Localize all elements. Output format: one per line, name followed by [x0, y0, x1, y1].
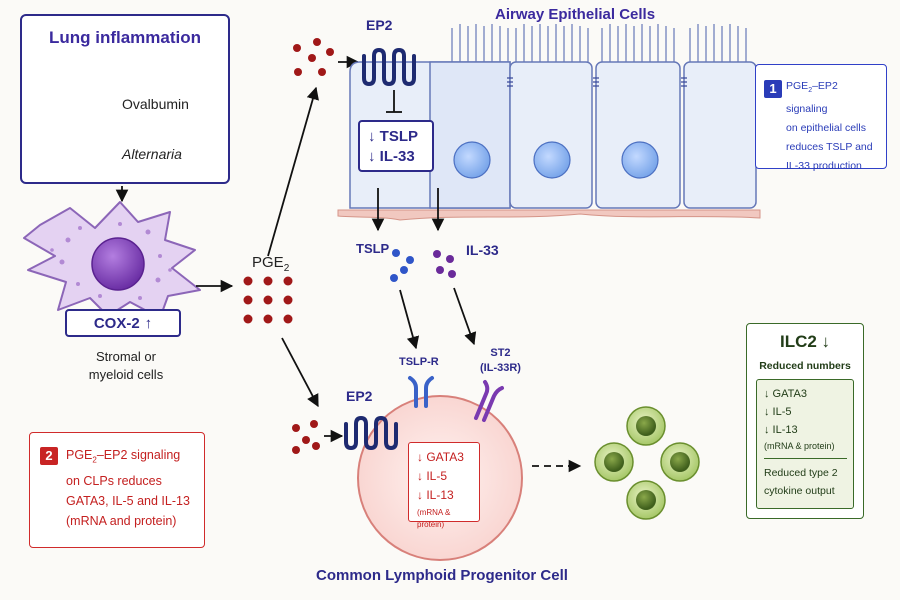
epithelial-effects-box: ↓ TSLP ↓ IL-33: [358, 120, 434, 172]
tslpr-label: TSLP-R: [399, 356, 439, 368]
cox2-label: COX-2: [93, 314, 140, 332]
st2-line2: (IL-33R): [480, 362, 521, 374]
st2-label: ST2 (IL-33R): [480, 346, 521, 376]
info2-pge: PGE: [66, 448, 93, 462]
ilc2-effect-il5: ↓ IL-5: [764, 406, 792, 418]
ilc2-effect-gata3: ↓ GATA3: [764, 388, 807, 400]
info-text-2: PGE2–EP2 signaling on CLPs reduces GATA3…: [66, 445, 198, 531]
info2-sub: 2: [92, 455, 97, 465]
tslpr-receptor-icon: [408, 376, 434, 408]
pge2-subscript: 2: [283, 263, 290, 274]
lung-inflammation-title: Lung inflammation: [48, 28, 202, 47]
info-box-2: 2 PGE2–EP2 signaling on CLPs reduces GAT…: [29, 432, 205, 548]
info1-line3: reduces TSLP and: [786, 141, 873, 154]
ilc2-cells: [594, 406, 700, 520]
tslp-label: TSLP: [356, 241, 390, 256]
info2-line4: (mRNA and protein): [66, 513, 177, 528]
cox2-up-arrow: ↑: [144, 314, 153, 332]
ilc2-output-line2: cytokine output: [764, 485, 835, 497]
ep2-receptor-icon-bottom: [344, 415, 398, 451]
arrow-pge2-to-epithelium: [267, 86, 319, 257]
info-number-2: 2: [40, 447, 58, 465]
arrow-il33-to-st2: [453, 287, 477, 346]
stromal-myeloid-cell: [23, 201, 201, 319]
ilc2-effect-il13: ↓ IL-13: [764, 424, 798, 436]
epithelium-title: Airway Epithelial Cells: [495, 6, 656, 23]
ilc2-summary-box: ILC2 ↓ Reduced numbers ↓ GATA3 ↓ IL-5 ↓ …: [746, 323, 864, 519]
il33-molecules: [433, 250, 456, 278]
lung-inflammation-box: Lung inflammation Ovalbumin Alternaria: [20, 14, 230, 184]
stromal-cell-label: Stromal or myeloid cells: [60, 348, 192, 384]
pge2-molecules-top: [293, 38, 334, 76]
pge2-molecules-bottom: [292, 420, 320, 454]
ilc2-effect-note: (mRNA & protein): [764, 441, 835, 451]
effect-il33: ↓ IL-33: [368, 148, 415, 165]
ep2-label-bottom: EP2: [346, 388, 373, 404]
stromal-label-line1: Stromal or: [96, 349, 156, 364]
clp-effect-note: (mRNA & protein): [417, 508, 451, 529]
info1-ep2: –EP2 signaling: [786, 80, 838, 116]
info2-ep2: –EP2 signaling: [96, 448, 181, 462]
info-text-1: PGE2–EP2 signaling on epithelial cells r…: [786, 77, 880, 176]
ilc2-output-line1: Reduced type 2: [764, 467, 838, 479]
ilc2-title: ILC2 ↓: [779, 332, 831, 351]
pge2-base: PGE: [252, 254, 284, 271]
info1-line4: IL-33 production: [786, 160, 862, 173]
pge2-label: PGE2: [252, 254, 289, 274]
st2-receptor-icon: [474, 380, 504, 422]
pge2-molecules: [243, 276, 293, 324]
info2-line2: on CLPs reduces: [66, 473, 162, 488]
clp-effect-gata3: ↓ GATA3: [417, 450, 464, 464]
arrow-pge2-to-clp: [281, 337, 319, 408]
tslp-molecules: [390, 249, 414, 282]
stromal-label-line2: myeloid cells: [88, 367, 164, 382]
info1-sub: 2: [808, 87, 813, 95]
info-box-1: 1 PGE2–EP2 signaling on epithelial cells…: [755, 64, 887, 172]
info2-line3: GATA3, IL-5 and IL-13: [66, 493, 190, 508]
alternaria-label: Alternaria: [122, 146, 182, 162]
inhibition-icon: [386, 90, 402, 113]
ilc2-effects-panel: ↓ GATA3 ↓ IL-5 ↓ IL-13 (mRNA & protein) …: [756, 379, 854, 509]
il33-label: IL-33: [466, 242, 499, 258]
cox2-badge: COX-2 ↑: [65, 309, 181, 337]
effect-tslp: ↓ TSLP: [368, 128, 419, 145]
clp-title: Common Lymphoid Progenitor Cell: [316, 567, 568, 584]
clp-effect-il5: ↓ IL-5: [417, 469, 448, 483]
st2-line1: ST2: [490, 347, 511, 359]
arrow-tslp-to-tslpr: [399, 289, 420, 350]
info1-pge: PGE: [786, 80, 809, 92]
clp-effect-il13: ↓ IL-13: [417, 488, 454, 502]
clp-effects-box: ↓ GATA3 ↓ IL-5 ↓ IL-13 (mRNA & protein): [408, 442, 480, 529]
ovalbumin-label: Ovalbumin: [122, 96, 189, 112]
ep2-label-top: EP2: [366, 17, 393, 33]
ilc2-subtitle: Reduced numbers: [759, 360, 851, 372]
ilc2-divider: [764, 458, 847, 459]
ep2-receptor-icon-top: [362, 47, 416, 87]
info-number-1: 1: [764, 80, 782, 98]
info1-line2: on epithelial cells: [786, 122, 866, 135]
